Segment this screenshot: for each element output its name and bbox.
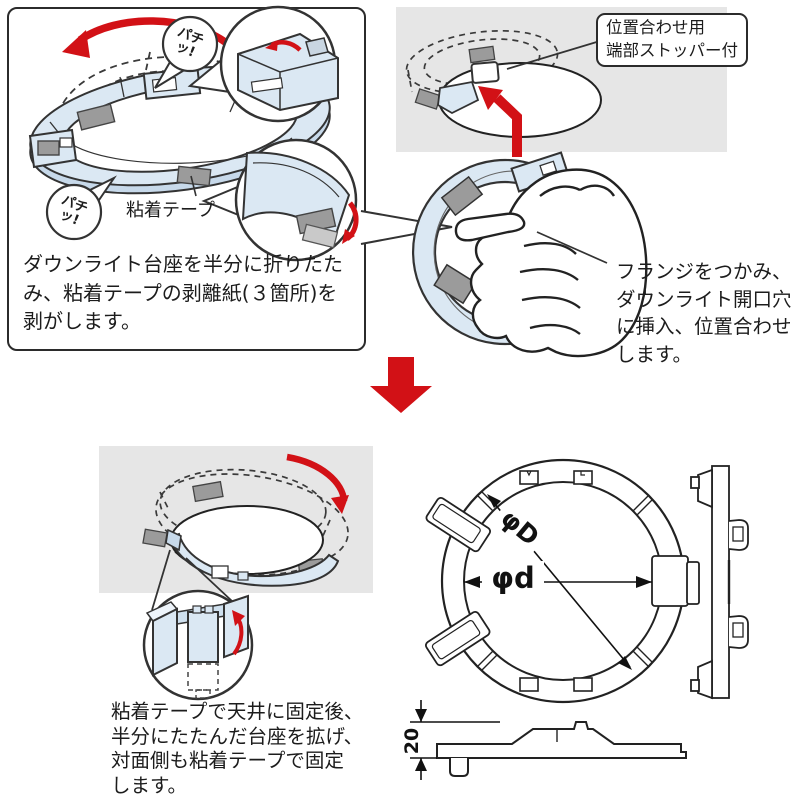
step2-insert-diagram <box>405 29 648 358</box>
tape-label: 粘着テープ <box>126 200 215 221</box>
rotate-arrow <box>286 453 349 514</box>
step3-caption: 粘着テープで天井に固定後、 半分にたたんだ台座を拡げ、 対面側も粘着テープで固定… <box>111 700 364 797</box>
step3-fix-diagram <box>142 453 349 701</box>
height-dimension-label: 20 <box>401 727 423 755</box>
tape-pad <box>76 103 116 131</box>
height-dimension <box>410 700 500 780</box>
snap-bubble <box>45 175 117 241</box>
step1-pointer-wedge <box>360 210 453 245</box>
callout-leader <box>506 40 601 70</box>
end-stopper <box>437 61 500 115</box>
side-view <box>690 465 749 700</box>
latch-magnifier <box>142 549 254 701</box>
step1-fold-diagram <box>28 5 359 262</box>
profile-view <box>436 721 687 777</box>
stopper-callout: 位置合わせ用 端部ストッパー付 <box>596 13 748 67</box>
tape-label-leader <box>190 175 197 197</box>
half-fixed-base <box>165 528 340 587</box>
latch-snap-detail-circle <box>187 5 339 123</box>
opening-diameter-label: φd <box>482 561 544 595</box>
tape-peel-detail-circle <box>201 138 359 262</box>
caption-leader <box>536 231 608 264</box>
hand <box>454 168 648 358</box>
next-step-arrow <box>370 357 432 413</box>
tape-pad <box>176 165 212 187</box>
snap-bubble <box>154 15 219 89</box>
dimension-drawing <box>410 458 749 780</box>
step2-caption: フランジをつかみ、 ダウンライト開口穴 に挿入、位置合わせ します。 <box>616 260 792 366</box>
insert-arrow <box>478 86 522 157</box>
side-latch <box>28 128 78 169</box>
step1-caption: ダウンライト台座を半分に折りたた み、粘着テープの剥離紙(３箇所)を 剥がします… <box>23 252 343 333</box>
